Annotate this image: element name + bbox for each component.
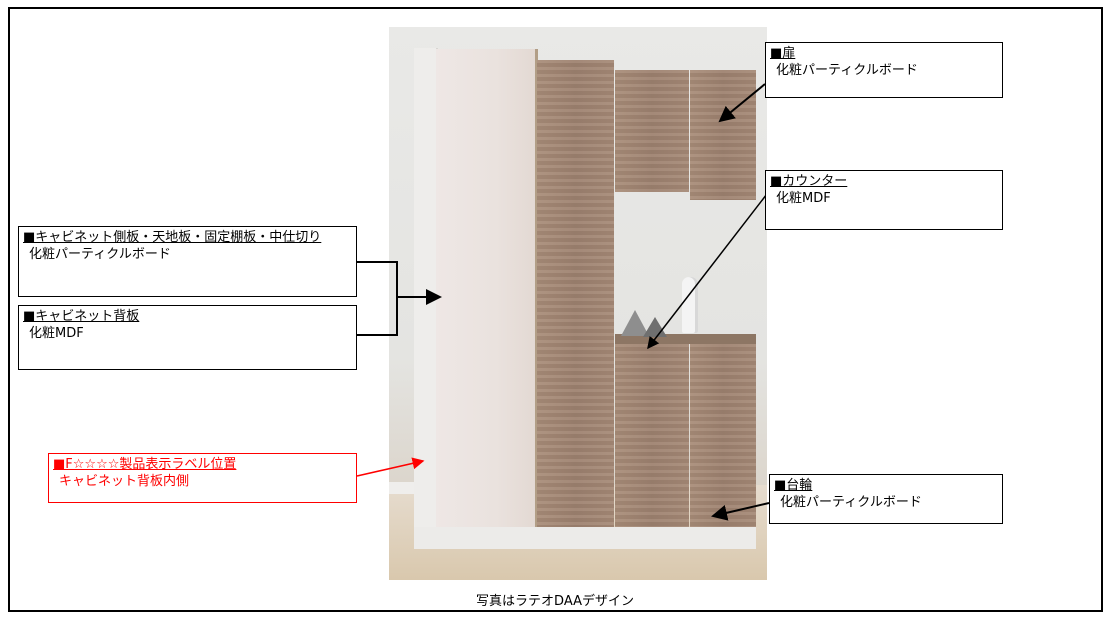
upper-door-left bbox=[615, 70, 689, 192]
label-product-label-position-title: ■F☆☆☆☆製品表示ラベル位置 bbox=[53, 457, 237, 472]
door-leader-line bbox=[718, 83, 766, 123]
label-counter: ■カウンター 化粧MDF bbox=[765, 170, 1003, 230]
label-door-title: ■扉 bbox=[770, 46, 796, 61]
label-cabinet-side-material: 化粧パーティクルボード bbox=[29, 247, 171, 262]
label-base-material: 化粧パーティクルボード bbox=[780, 495, 922, 510]
cabinet-photo bbox=[389, 27, 767, 580]
label-door: ■扉 化粧パーティクルボード bbox=[765, 42, 1003, 98]
document-frame bbox=[8, 7, 1103, 612]
label-base: ■台輪 化粧パーティクルボード bbox=[769, 474, 1003, 524]
lower-door-right bbox=[690, 344, 756, 527]
cabinet-bracket-line bbox=[357, 261, 398, 336]
label-cabinet-side-title: ■キャビネット側板・天地板・固定棚板・中仕切り bbox=[23, 230, 322, 245]
label-leader-line bbox=[356, 457, 425, 477]
label-cabinet-back-title: ■キャビネット背板 bbox=[23, 309, 140, 324]
label-door-material: 化粧パーティクルボード bbox=[776, 63, 918, 78]
label-counter-title: ■カウンター bbox=[770, 174, 848, 189]
label-cabinet-back: ■キャビネット背板 化粧MDF bbox=[18, 305, 357, 370]
label-product-label-position: ■F☆☆☆☆製品表示ラベル位置 キャビネット背板内側 bbox=[48, 453, 357, 503]
vase-decoration bbox=[682, 277, 698, 333]
lower-door-left bbox=[615, 344, 689, 527]
label-cabinet-side: ■キャビネット側板・天地板・固定棚板・中仕切り 化粧パーティクルボード bbox=[18, 226, 357, 297]
label-counter-material: 化粧MDF bbox=[776, 191, 831, 206]
counter-leader-line bbox=[647, 189, 771, 350]
counter-top bbox=[615, 334, 756, 344]
label-cabinet-back-material: 化粧MDF bbox=[29, 326, 84, 341]
label-base-title: ■台輪 bbox=[774, 478, 813, 493]
photo-caption: 写真はラテオDAAデザイン bbox=[476, 594, 634, 609]
tall-white-door bbox=[436, 49, 538, 536]
plinth bbox=[414, 527, 756, 549]
upper-door-right bbox=[690, 70, 756, 200]
center-wood-panel bbox=[537, 60, 614, 533]
base-leader-line bbox=[711, 502, 770, 521]
label-product-label-position-material: キャビネット背板内側 bbox=[59, 474, 190, 489]
